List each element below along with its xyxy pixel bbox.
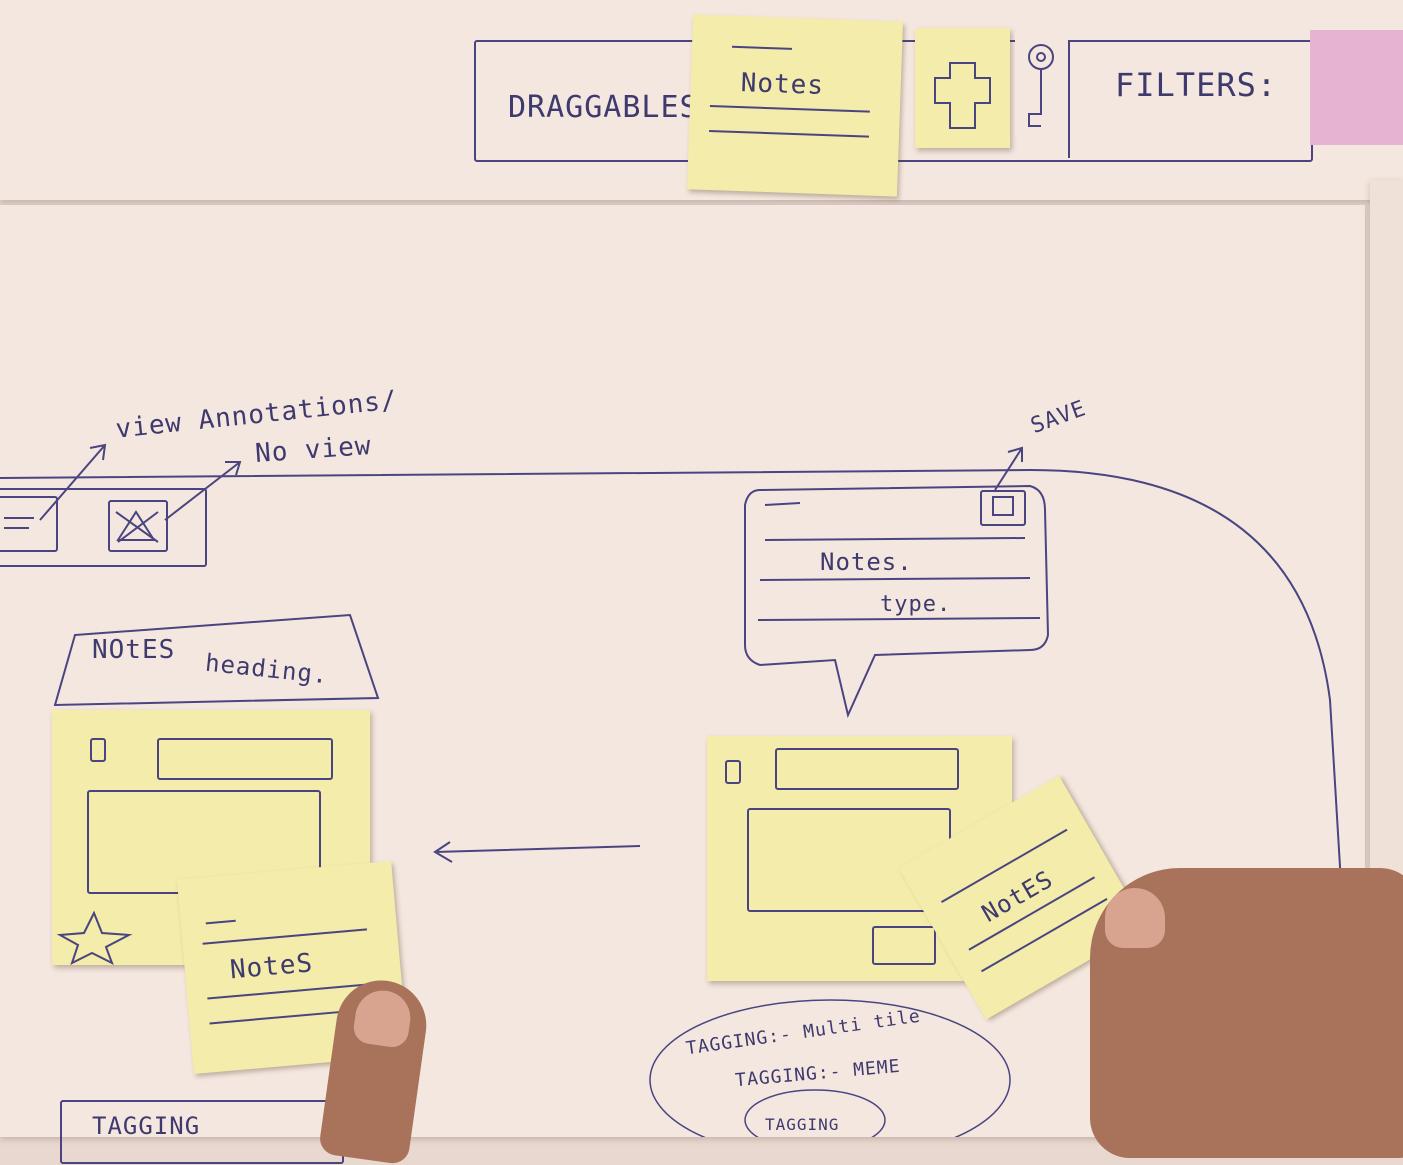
no-view-button[interactable] xyxy=(108,500,168,552)
note-title-field-right[interactable] xyxy=(775,748,959,790)
right-hand xyxy=(1090,868,1403,1158)
popup-notes-field[interactable]: Notes. xyxy=(820,548,913,576)
draggables-label: DRAGGABLES xyxy=(508,90,699,125)
popup-type-field[interactable]: type. xyxy=(880,592,952,617)
tagging-box-label: TAGGING xyxy=(92,1112,201,1140)
key-draggable[interactable] xyxy=(1015,32,1070,137)
filters-label: FILTERS: xyxy=(1115,66,1278,104)
sticky-note-left-label: NoteS xyxy=(228,948,315,986)
screen-outline xyxy=(0,443,1349,1137)
save-icon[interactable] xyxy=(980,490,1026,526)
note-title-field[interactable] xyxy=(157,738,333,780)
note-small-button[interactable] xyxy=(872,926,936,965)
handle-icon[interactable] xyxy=(90,738,106,762)
notes-heading-title: NOtES xyxy=(92,635,176,665)
lines-icon xyxy=(4,517,34,529)
handle-icon-right[interactable] xyxy=(725,760,741,784)
key-icon xyxy=(1028,44,1054,127)
puzzle-draggable[interactable] xyxy=(915,28,1010,148)
pink-tab xyxy=(1310,30,1403,145)
tagging-line-3: TAGGING xyxy=(765,1115,840,1134)
puzzle-icon xyxy=(934,62,991,129)
view-controls-frame xyxy=(0,488,207,567)
toolbar-divider xyxy=(1068,40,1070,158)
view-annotations-button[interactable] xyxy=(0,496,58,552)
star-icon[interactable] xyxy=(54,905,144,965)
no-view-icon xyxy=(115,510,159,543)
